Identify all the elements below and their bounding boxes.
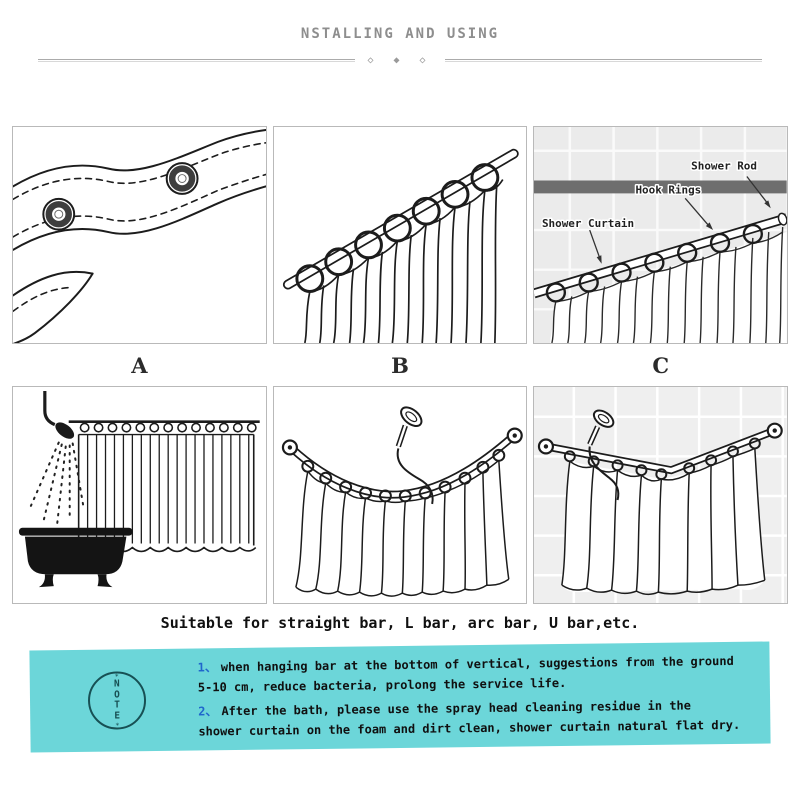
note-box: ∗ N O T E ∗ 1、when hanging bar at the bo… bbox=[29, 641, 771, 753]
water-spray bbox=[29, 441, 85, 529]
header: NSTALLING AND USING ◇ ◆ ◇ bbox=[0, 0, 800, 66]
shower-rod bbox=[282, 148, 519, 290]
curtain-hem-bottom bbox=[561, 579, 766, 596]
curtain-rings bbox=[79, 422, 257, 433]
curved-bar-illustration bbox=[281, 406, 523, 597]
panel-labeled-diagram: Shower Rod Hook Rings Shower Curtain bbox=[533, 126, 789, 344]
panel-label-b: B bbox=[391, 352, 409, 378]
label-shower-rod: Shower Rod bbox=[692, 160, 758, 173]
rod-flange bbox=[767, 422, 784, 439]
note-item-1: 1、when hanging bar at the bottom of vert… bbox=[198, 651, 762, 698]
label-shower-curtain: Shower Curtain bbox=[542, 217, 634, 230]
rod-flange bbox=[506, 427, 523, 444]
divider-line bbox=[444, 59, 763, 62]
grommet bbox=[42, 197, 76, 231]
label-hook-rings: Hook Rings bbox=[636, 183, 702, 196]
hook-rings bbox=[546, 223, 764, 303]
top-panel-row: Shower Rod Hook Rings Shower Curtain bbox=[0, 126, 800, 344]
panel-corner-bar bbox=[533, 386, 789, 604]
leader-lines bbox=[589, 176, 768, 259]
straight-bar-illustration bbox=[18, 390, 260, 588]
hand-shower bbox=[395, 406, 434, 505]
curtain-folds bbox=[303, 184, 498, 343]
rod-flange bbox=[281, 439, 298, 456]
fabric-fold bbox=[13, 270, 94, 343]
note-stamp: ∗ N O T E ∗ bbox=[87, 671, 147, 730]
panel-label-row: A B C bbox=[0, 344, 800, 386]
stamp-star-icon: ∗ bbox=[115, 720, 120, 729]
panel-straight-bar bbox=[12, 386, 267, 604]
rod-flange bbox=[538, 438, 555, 455]
curtain-band bbox=[13, 128, 266, 251]
corner-rod bbox=[545, 426, 777, 475]
wall-trim bbox=[534, 180, 788, 194]
hand-shower bbox=[587, 409, 620, 501]
divider-ornament-icon: ◇ ◆ ◇ bbox=[367, 55, 433, 66]
leader-arrowheads bbox=[597, 200, 772, 264]
curtain-folds bbox=[294, 460, 510, 594]
note-item-text: when hanging bar at the bottom of vertic… bbox=[220, 653, 734, 675]
stamp-letter: N bbox=[113, 678, 120, 690]
panel-label-c: C bbox=[652, 352, 670, 378]
shower-head bbox=[43, 390, 75, 439]
grommet bbox=[165, 162, 199, 195]
curtain-folds bbox=[551, 227, 784, 343]
curtain bbox=[294, 459, 511, 597]
grommet-closeup-illustration bbox=[13, 128, 266, 343]
page-title: NSTALLING AND USING bbox=[300, 26, 500, 42]
panel-hook-rings-closeup bbox=[272, 126, 528, 344]
note-text: 1、when hanging bar at the bottom of vert… bbox=[198, 651, 763, 742]
note-item-number: 2、 bbox=[198, 704, 218, 719]
panel-label-a: A bbox=[131, 352, 148, 378]
corner-bar-illustration bbox=[534, 387, 788, 603]
note-item-2: 2、After the bath, please use the spray h… bbox=[198, 695, 762, 742]
panel-curved-bar bbox=[272, 386, 528, 604]
note-item-text: After the bath, please use the spray hea… bbox=[221, 698, 692, 719]
stamp-letter: T bbox=[114, 699, 121, 711]
decorative-divider: ◇ ◆ ◇ bbox=[38, 55, 763, 66]
hook-rings bbox=[301, 448, 505, 503]
hook-rings-closeup-illustration bbox=[282, 148, 519, 343]
curtain bbox=[303, 179, 504, 343]
bottom-panel-row bbox=[0, 386, 800, 604]
labeled-diagram-illustration: Shower Rod Hook Rings Shower Curtain bbox=[534, 127, 788, 343]
divider-line bbox=[38, 59, 356, 62]
curtain-hem-bottom bbox=[295, 578, 509, 597]
panel-grommet-closeup bbox=[12, 126, 267, 344]
curtain-hem bbox=[309, 179, 504, 293]
hook-rings bbox=[564, 437, 762, 481]
suitable-text: Suitable for straight bar, L bar, arc ba… bbox=[160, 614, 640, 632]
curtain-stripes bbox=[86, 434, 250, 544]
curtain-folds bbox=[561, 448, 766, 593]
curved-rod bbox=[288, 433, 516, 499]
bathtub bbox=[18, 527, 133, 588]
note-item-number: 1、 bbox=[197, 660, 217, 675]
